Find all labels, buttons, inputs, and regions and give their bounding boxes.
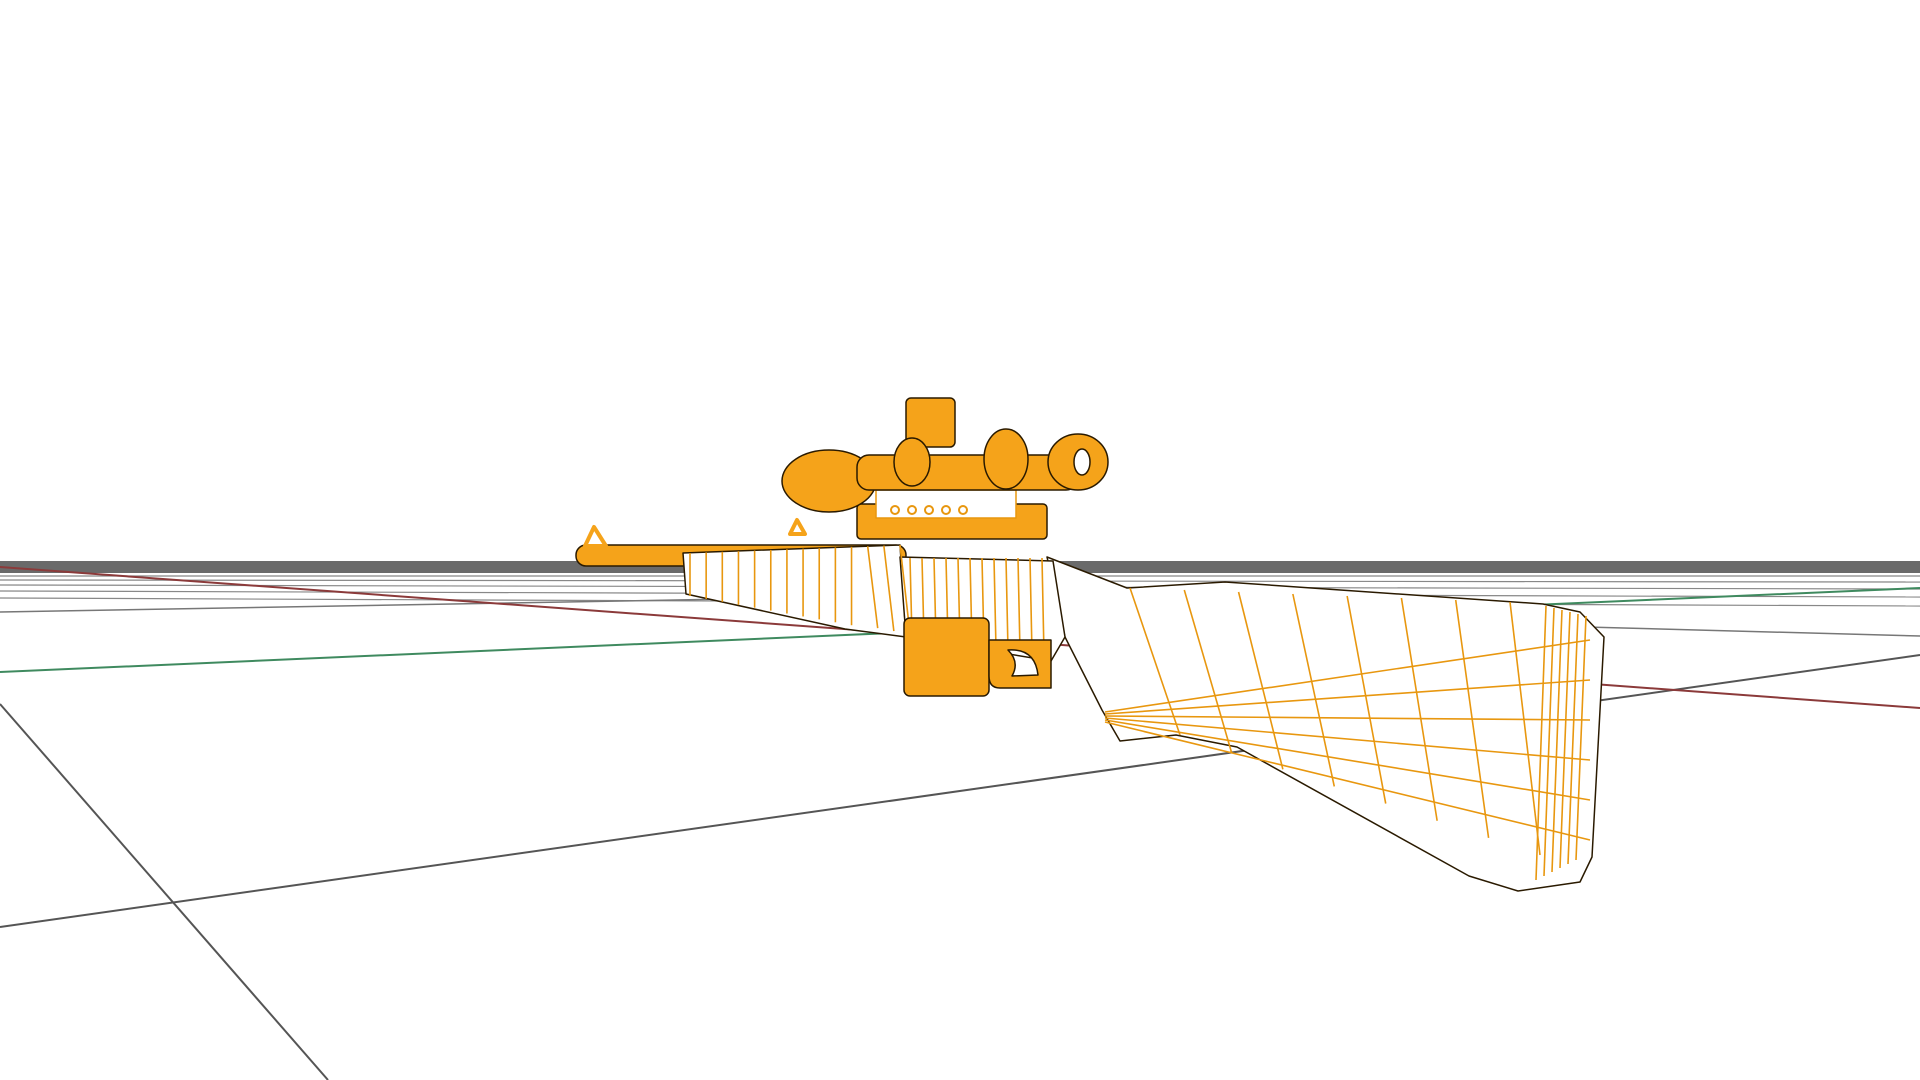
wire-edge bbox=[1543, 607, 1555, 877]
front-sight bbox=[583, 525, 608, 548]
wire-edge bbox=[1041, 557, 1045, 655]
wire-edge bbox=[1535, 605, 1547, 881]
wire-edge bbox=[1005, 557, 1009, 651]
wire-edge bbox=[1575, 615, 1587, 861]
wire-edge bbox=[1292, 593, 1336, 787]
wire-edge bbox=[1400, 597, 1438, 821]
wire-edge bbox=[1017, 557, 1021, 652]
rifle-magazine bbox=[903, 617, 990, 697]
wire-edge bbox=[1104, 679, 1591, 715]
wire-edge bbox=[1104, 639, 1591, 713]
trigger-guard bbox=[988, 639, 1052, 689]
wire-edge bbox=[1029, 557, 1033, 654]
wire-edge bbox=[1104, 715, 1591, 721]
wire-edge bbox=[993, 557, 997, 649]
rear-sight bbox=[788, 518, 807, 536]
wire-edge bbox=[1237, 591, 1284, 770]
rifle-model[interactable] bbox=[575, 397, 1605, 892]
wire-edge bbox=[866, 546, 879, 629]
wire-edge bbox=[1567, 613, 1579, 865]
scope-adjust-ring bbox=[983, 428, 1029, 490]
wire-edge bbox=[1559, 611, 1571, 869]
wire-edge bbox=[1129, 587, 1181, 736]
wire-edge bbox=[1551, 609, 1563, 873]
scope-turret bbox=[905, 397, 956, 448]
scope-side-knob bbox=[893, 437, 931, 487]
grid-line bbox=[0, 703, 329, 1080]
wire-edge bbox=[883, 545, 895, 632]
wire-edge bbox=[1104, 721, 1591, 841]
scope-lens bbox=[1073, 448, 1091, 476]
mount-screws bbox=[890, 505, 968, 515]
wire-edge bbox=[1104, 719, 1591, 801]
wire-edge bbox=[1346, 595, 1387, 804]
scope-tube bbox=[856, 454, 1079, 491]
rifle-stock bbox=[1046, 556, 1605, 892]
wire-edge bbox=[1509, 601, 1541, 856]
wire-edge bbox=[1183, 589, 1233, 753]
wire-edge bbox=[1104, 717, 1591, 761]
